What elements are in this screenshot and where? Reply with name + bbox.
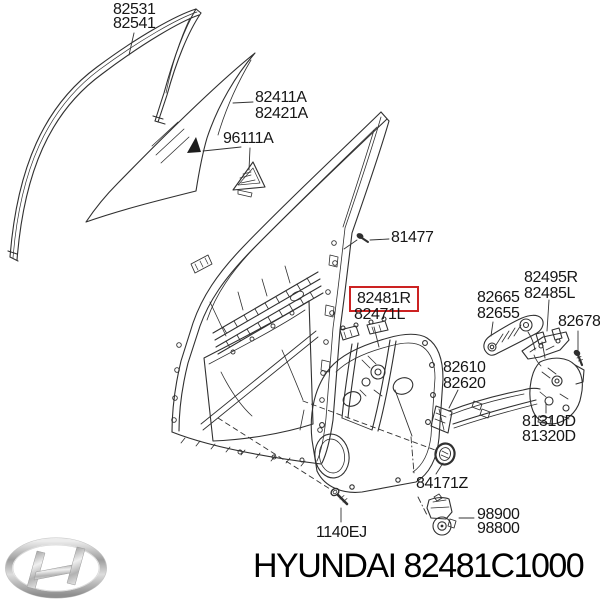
part-label-81477: 81477 bbox=[391, 229, 434, 246]
film-triangle-parts bbox=[187, 137, 266, 198]
regulator-motor-drawing bbox=[426, 493, 457, 536]
bolt-1140ej-drawing bbox=[330, 487, 349, 506]
leader-lines bbox=[128, 32, 579, 523]
part-label-82495R: 82495R bbox=[524, 269, 578, 286]
part-label-82531: 82531 bbox=[113, 1, 156, 18]
part-label-82411A: 82411A bbox=[255, 89, 307, 106]
part-label-81320D: 81320D bbox=[522, 428, 576, 445]
part-label-82541: 82541 bbox=[113, 15, 156, 32]
part-label-82610: 82610 bbox=[443, 359, 486, 376]
window-run-channel-drawing bbox=[7, 8, 202, 262]
part-label-84171Z: 84171Z bbox=[416, 475, 468, 492]
part-label-81310D: 81310D bbox=[522, 413, 576, 430]
bolt-81477-drawing bbox=[356, 233, 369, 243]
highlight-box-82481R bbox=[349, 286, 419, 312]
part-label-82421A: 82421A bbox=[255, 105, 308, 122]
part-label-82471L: 82471L bbox=[354, 306, 405, 323]
door-handle-bracket-drawing bbox=[483, 314, 544, 356]
part-label-82485L: 82485L bbox=[524, 285, 575, 302]
part-label-82665: 82665 bbox=[477, 289, 520, 306]
door-panel-drawing bbox=[171, 111, 390, 467]
part-label-98900: 98900 bbox=[477, 506, 520, 523]
screw-82678-drawing bbox=[573, 349, 584, 367]
door-glass-drawing bbox=[85, 52, 256, 223]
hyundai-logo bbox=[5, 537, 107, 599]
part-label-96111A: 96111A bbox=[223, 130, 274, 147]
part-label-98800: 98800 bbox=[477, 520, 520, 537]
part-label-82481R: 82481R bbox=[357, 290, 411, 307]
part-label-82620: 82620 bbox=[443, 375, 486, 392]
latch-cable-drawing bbox=[430, 387, 541, 434]
part-label-82655: 82655 bbox=[477, 305, 520, 322]
window-regulator-module-drawing bbox=[310, 316, 444, 493]
part-label-82678: 82678 bbox=[558, 313, 600, 330]
door-handle-base-drawing bbox=[521, 327, 570, 367]
part-label-1140EJ: 1140EJ bbox=[316, 524, 367, 541]
footer-caption: HYUNDAI 82481C1000 bbox=[253, 547, 585, 585]
door-latch-drawing bbox=[529, 341, 585, 425]
assembly-reference-dashed-lines bbox=[217, 400, 436, 516]
grommet-drawing bbox=[434, 442, 456, 466]
